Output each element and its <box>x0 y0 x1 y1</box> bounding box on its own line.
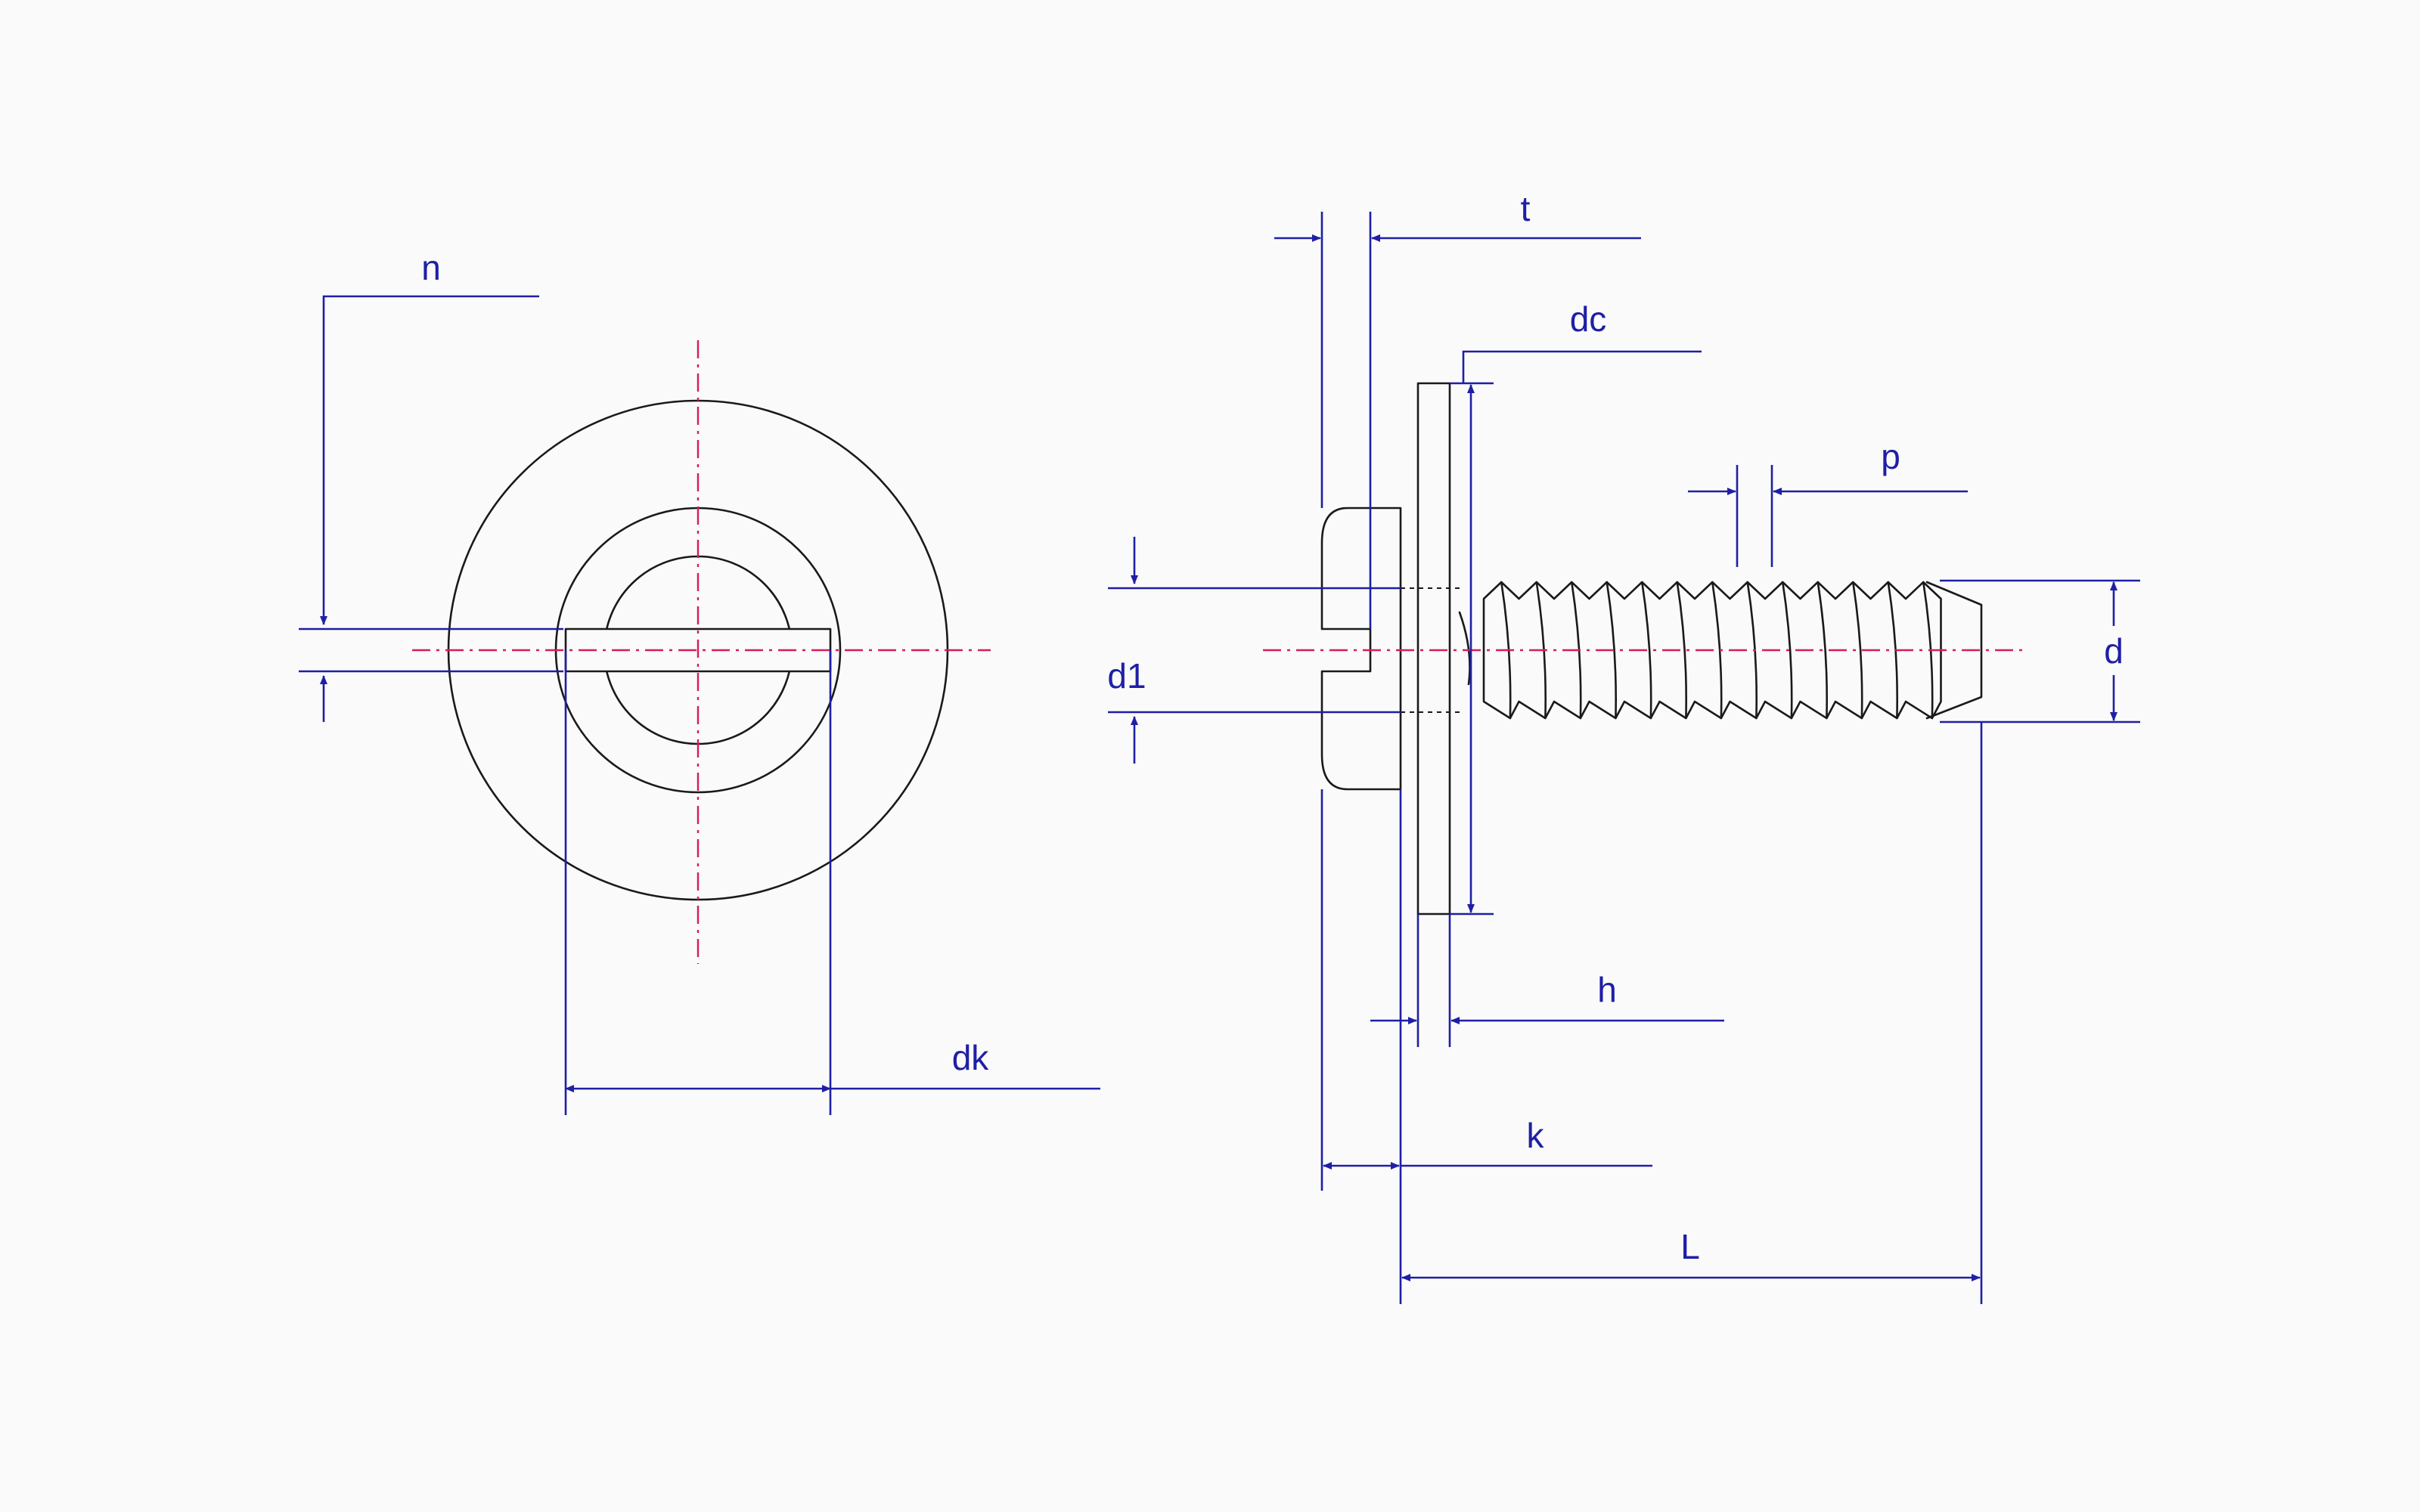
label-dc: dc <box>1570 299 1607 339</box>
dimension-L: L <box>1401 722 1983 1304</box>
dimension-h: h <box>1370 914 1724 1047</box>
dimension-dk: dk <box>564 650 1100 1115</box>
label-p: p <box>1881 437 1900 476</box>
dimension-n: n <box>299 248 563 722</box>
dimension-d: d <box>1940 579 2140 723</box>
side-view: t dc p d1 <box>1107 189 2140 1304</box>
label-dk: dk <box>952 1038 990 1077</box>
washer <box>1416 382 1451 916</box>
front-view: n dk <box>299 248 1100 1115</box>
dimension-p: p <box>1688 437 1968 567</box>
label-L: L <box>1680 1227 1700 1266</box>
thread-flank <box>1781 581 1793 720</box>
thread-flank <box>1676 581 1688 720</box>
label-h: h <box>1597 970 1617 1009</box>
dimension-k: k <box>1320 789 1652 1304</box>
dimension-dc: dc <box>1450 299 1702 916</box>
thread-flank <box>1606 581 1618 720</box>
label-k: k <box>1527 1116 1545 1155</box>
label-d: d <box>2104 631 2124 671</box>
screw-head <box>1320 507 1402 791</box>
thread-flank <box>1640 581 1652 720</box>
screw-tip <box>1925 581 1983 720</box>
dimension-t: t <box>1274 189 1641 629</box>
dimension-d1: d1 <box>1107 537 1401 764</box>
label-d1: d1 <box>1107 656 1146 696</box>
thread-flank <box>1851 581 1863 720</box>
label-t: t <box>1521 189 1531 228</box>
thread-flank <box>1817 581 1829 720</box>
label-n: n <box>421 248 441 287</box>
thread-runout <box>1458 611 1471 686</box>
